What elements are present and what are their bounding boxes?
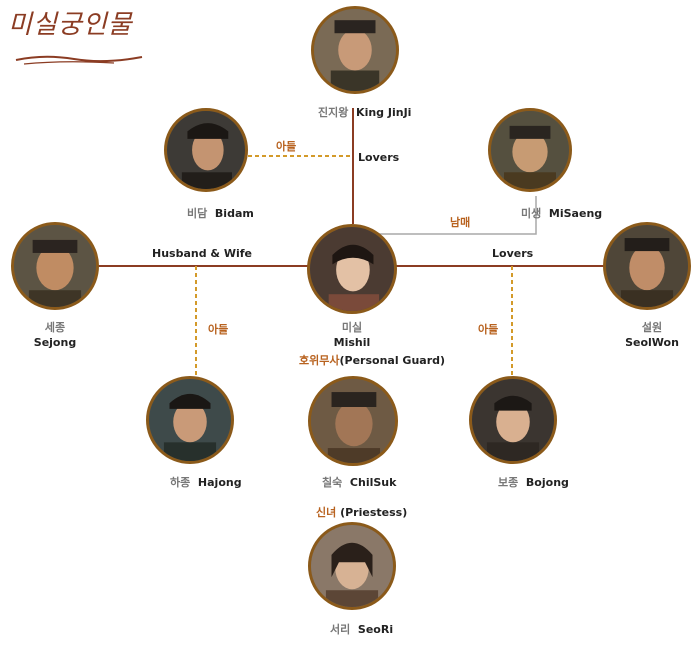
portrait-hajong bbox=[146, 376, 234, 464]
relation-bojong-son: 아들 bbox=[478, 323, 499, 336]
name-seolwon: 설원 SeolWon bbox=[625, 321, 679, 349]
relation-hajong-son: 아들 bbox=[208, 323, 229, 336]
name-hajong: 하종 Hajong bbox=[170, 476, 242, 489]
role-seori: 신녀 (Priestess) bbox=[316, 506, 408, 519]
portrait-chilsuk bbox=[308, 376, 398, 466]
name-seori: 서리 SeoRi bbox=[330, 623, 394, 636]
portrait-mishil bbox=[307, 224, 397, 314]
name-misaeng: 미생 MiSaeng bbox=[521, 207, 603, 220]
name-jinji: 진지왕 King JinJi bbox=[318, 106, 412, 119]
portrait-seolwon bbox=[603, 222, 691, 310]
name-bojong: 보종 Bojong bbox=[498, 476, 569, 489]
portrait-seori bbox=[308, 522, 396, 610]
name-mishil: 미실 Mishil bbox=[333, 321, 371, 349]
relation-jinji-lovers: Lovers bbox=[358, 151, 400, 164]
portrait-misaeng bbox=[488, 108, 572, 192]
portrait-bojong bbox=[469, 376, 557, 464]
line-misaeng-siblings bbox=[353, 196, 537, 235]
title-underline bbox=[15, 55, 143, 65]
relation-bidam-son: 아들 bbox=[276, 140, 297, 153]
role-chilsuk: 호위무사(Personal Guard) bbox=[299, 354, 446, 367]
relation-seolwon-lovers: Lovers bbox=[492, 247, 534, 260]
name-chilsuk: 칠숙 ChilSuk bbox=[322, 476, 397, 489]
relation-misaeng-siblings: 남매 bbox=[450, 216, 471, 229]
relation-sejong-spouse: Husband & Wife bbox=[152, 247, 252, 260]
name-bidam: 비담 Bidam bbox=[187, 207, 254, 220]
portrait-bidam bbox=[164, 108, 248, 192]
name-sejong: 세종 Sejong bbox=[33, 321, 77, 349]
page-title: 미실궁인물 bbox=[8, 10, 133, 40]
portrait-jinji bbox=[311, 6, 399, 94]
portrait-sejong bbox=[11, 222, 99, 310]
